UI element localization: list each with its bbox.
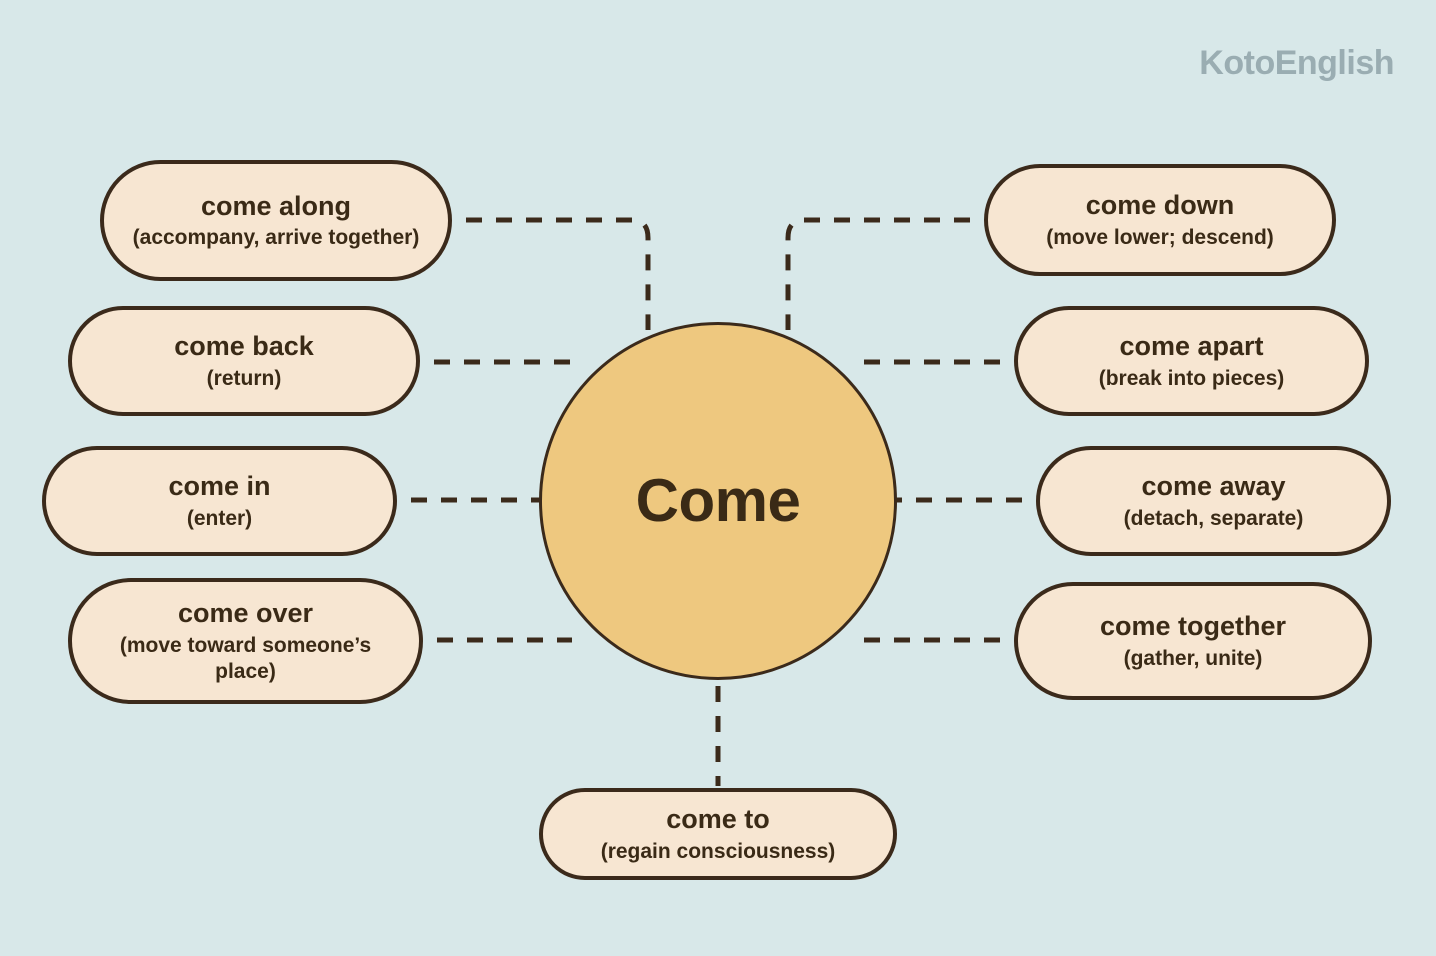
node-come-in[interactable]: come in (enter) (42, 446, 397, 556)
node-gloss: (accompany, arrive together) (132, 226, 420, 250)
node-gloss: (gather, unite) (1123, 646, 1263, 670)
node-gloss: (move lower; descend) (1046, 225, 1274, 249)
node-come-down[interactable]: come down (move lower; descend) (984, 164, 1336, 276)
node-term: come in (168, 471, 271, 502)
node-term: come away (1141, 471, 1286, 502)
node-term: come over (177, 598, 314, 629)
node-gloss: (enter) (186, 506, 253, 530)
connector-come-down (785, 217, 970, 330)
node-come-along[interactable]: come along (accompany, arrive together) (100, 160, 452, 281)
node-come-to[interactable]: come to (regain consciousness) (539, 788, 897, 880)
connector-come-along (466, 217, 651, 330)
central-node-come[interactable]: Come (539, 322, 897, 680)
central-node-label: Come (635, 467, 801, 534)
node-gloss: (return) (206, 366, 282, 390)
node-term: come apart (1119, 331, 1264, 362)
node-gloss: (move toward someone’s place) (119, 634, 372, 683)
node-gloss: (regain consciousness) (600, 839, 836, 863)
node-come-apart[interactable]: come apart (break into pieces) (1014, 306, 1369, 416)
node-term: come to (666, 804, 770, 835)
node-come-over[interactable]: come over (move toward someone’s place) (68, 578, 423, 704)
node-come-away[interactable]: come away (detach, separate) (1036, 446, 1391, 556)
node-gloss: (break into pieces) (1098, 366, 1285, 390)
node-gloss: (detach, separate) (1123, 506, 1304, 530)
node-come-together[interactable]: come together (gather, unite) (1014, 582, 1372, 700)
node-term: come back (174, 331, 314, 362)
node-term: come together (1099, 611, 1287, 642)
node-term: come along (200, 190, 352, 221)
node-come-back[interactable]: come back (return) (68, 306, 420, 416)
brand-logo: KotoEnglish (1199, 44, 1394, 82)
node-term: come down (1085, 190, 1235, 221)
